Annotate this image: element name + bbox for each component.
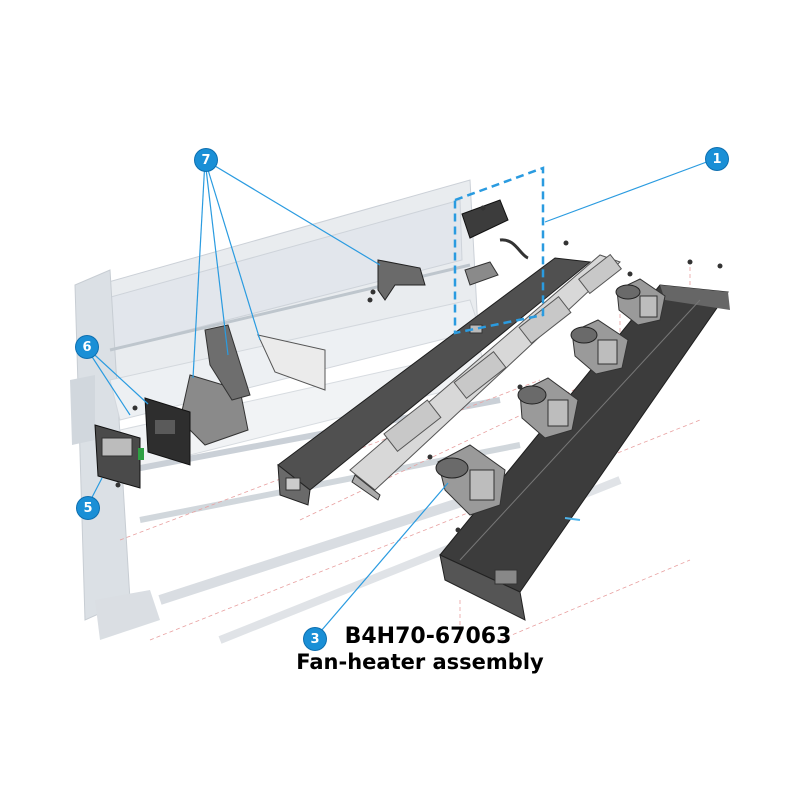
fan-heater-unit-1	[435, 444, 506, 516]
fan-heater-unit-2	[517, 377, 579, 439]
electronics-boards	[94, 397, 191, 489]
callout-6: 6	[76, 336, 98, 358]
part-description-label: Fan-heater assembly	[296, 650, 544, 674]
assembly-1-highlight	[453, 166, 545, 335]
part-number-label: B4H70-67063	[344, 624, 512, 649]
fan-heater-unit-4	[615, 278, 666, 326]
callout-3: 3	[304, 628, 326, 650]
fan-heater-unit-3	[570, 319, 629, 375]
leader-lines	[84, 159, 713, 639]
screws	[115, 205, 723, 533]
callout-7: 7	[195, 149, 217, 171]
side-cover-parts	[179, 259, 426, 446]
fan-frame-rail	[349, 253, 623, 501]
callout-5: 5	[77, 497, 99, 519]
callout-1: 1	[706, 148, 728, 170]
heater-bar	[439, 284, 730, 621]
